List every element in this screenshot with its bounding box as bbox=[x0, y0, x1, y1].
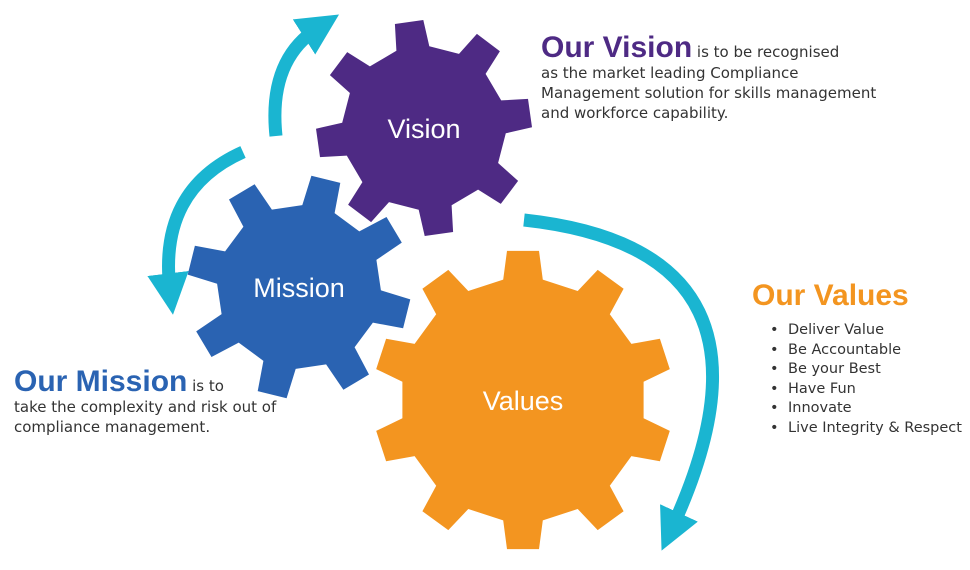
cycle-arrow-left bbox=[147, 146, 246, 315]
vision-heading: Our Vision bbox=[541, 31, 693, 64]
values-heading: Our Values bbox=[752, 279, 909, 312]
mission-heading: Our Mission bbox=[14, 365, 188, 398]
mission-statement: Our Mission is to take the complexity an… bbox=[14, 367, 314, 437]
values-statement: Our Values Deliver Value Be Accountable … bbox=[752, 281, 967, 438]
values-item: Have Fun bbox=[752, 380, 967, 400]
values-item: Deliver Value bbox=[752, 321, 967, 341]
values-gear-label: Values bbox=[483, 386, 564, 416]
values-list: Deliver Value Be Accountable Be your Bes… bbox=[752, 321, 967, 438]
cycle-arrow-right bbox=[523, 213, 719, 551]
values-gear bbox=[376, 250, 670, 550]
values-item: Innovate bbox=[752, 399, 967, 419]
values-item: Live Integrity & Respect bbox=[752, 419, 967, 439]
cycle-arrow-up bbox=[268, 14, 340, 137]
vision-gear-label: Vision bbox=[387, 114, 460, 144]
values-item: Be Accountable bbox=[752, 341, 967, 361]
vision-gear bbox=[316, 20, 532, 236]
vision-statement: Our Vision is to be recognised as the ma… bbox=[541, 33, 901, 123]
mission-body-text: take the complexity and risk out of comp… bbox=[14, 398, 277, 436]
mission-gear-label: Mission bbox=[253, 273, 345, 303]
values-item: Be your Best bbox=[752, 360, 967, 380]
vision-body-text: as the market leading Compliance Managem… bbox=[541, 64, 877, 122]
mission-lead-text: is to bbox=[187, 377, 224, 395]
vision-lead-text: is to be recognised bbox=[692, 43, 840, 61]
mission-gear bbox=[187, 175, 411, 399]
